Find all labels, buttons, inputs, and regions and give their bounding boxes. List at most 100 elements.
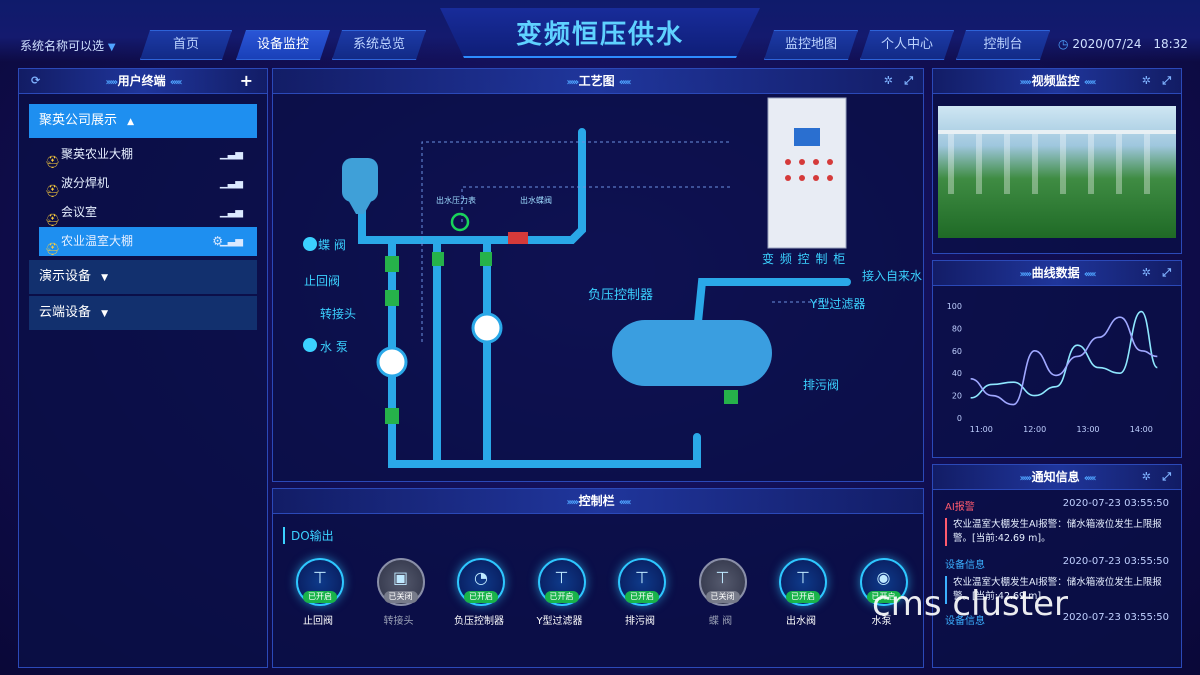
panel-header: ⟳ ››››› 用户终端 ‹‹‹‹‹ + [19,69,267,94]
settings-icon[interactable]: ✲ [1141,266,1151,279]
chevron-deco-icon: ‹‹‹‹‹ [1083,269,1097,280]
refresh-icon[interactable]: ⟳ [31,74,41,87]
notice-list: AI报警 2020-07-23 03:55:50 农业温室大棚发生AI报警：储水… [933,490,1181,627]
do-output-section: DO输出 [283,527,334,544]
notice-item[interactable]: 设备信息 2020-07-23 03:55:50 农业温室大棚发生AI报警：储水… [945,556,1169,604]
legend-butterfly-icon [303,237,317,251]
signal-icon: ▁▃▅ [219,236,243,247]
irrigation-pipe [938,130,1176,134]
drain-valve-icon [724,390,738,404]
control-button[interactable]: ⊤已开启 [537,558,586,606]
gauge-icon: ◔ [474,568,488,587]
tab-system-overview[interactable]: 系统总览 [332,30,426,60]
control-button[interactable]: ◉已开启 [859,558,908,606]
notice-time: 2020-07-23 03:55:50 [1062,556,1169,567]
chevron-deco-icon: ››››› [1019,77,1033,88]
outlet-pipe [388,128,586,244]
control-button-label: 止回阀 [303,616,333,627]
notice-panel: ››››› 通知信息 ‹‹‹‹‹ ✲ ⤢ AI报警 2020-07-23 03:… [932,464,1182,668]
tab-label: 监控地图 [784,37,837,52]
signal-icon: ▁▃▅ [219,149,243,160]
item-label: 波分焊机 [61,176,110,190]
signal-icon: ▁▃▅ [219,207,243,218]
fullscreen-icon[interactable]: ⤢ [904,74,913,87]
pressure-gauge-icon [450,212,470,232]
control-button[interactable]: ▣已关闭 [376,558,425,606]
video-feed[interactable] [938,106,1176,238]
item-label: 会议室 [61,205,98,219]
legend-pump-icon [303,338,317,352]
valve-icon [480,252,492,266]
legend-adapter-label: 转接头 [320,307,357,321]
status-badge: 已开启 [303,591,337,603]
notice-type: 设备信息 [945,560,985,571]
notice-type: AI报警 [945,502,975,513]
legend-markers [303,237,317,352]
fullscreen-icon[interactable]: ⤢ [1162,74,1171,87]
legend-butterfly-label: 蝶 阀 [318,238,346,252]
gear-icon[interactable]: ⚙ [212,234,223,248]
tree-item-selected[interactable]: ⛑ 农业温室大棚 ⚙ ▁▃▅ [39,227,257,256]
pumps [376,312,503,378]
tab-profile[interactable]: 个人中心 [860,30,954,60]
tab-monitor-map[interactable]: 监控地图 [764,30,858,60]
y-tick-label: 40 [952,369,962,378]
panel-header: ››››› 控制栏 ‹‹‹‹‹ [273,489,923,514]
indicator [799,175,805,181]
control-button[interactable]: ⊤已开启 [296,558,344,606]
tree-group-juying[interactable]: 聚英公司展示 ▲ [29,104,257,138]
negative-controller-label: 负压控制器 [588,288,654,303]
tree-group-demo[interactable]: 演示设备 ▼ [29,260,257,294]
caret-down-icon: ▼ [101,309,109,319]
water-spray [948,134,1163,194]
tree-item[interactable]: ⛑ 聚英农业大棚 ▁▃▅ [29,140,257,169]
indicator [785,159,791,165]
control-button[interactable]: ◔已开启 [457,558,505,606]
control-button[interactable]: ⊤已关闭 [698,558,747,606]
notice-item[interactable]: 设备信息 2020-07-23 03:55:50 [945,612,1169,627]
drain-valve-label: 排污阀 [803,378,840,392]
tab-home[interactable]: 首页 [140,30,232,60]
legend-pump-label: 水 泵 [320,340,348,354]
tab-device-monitor[interactable]: 设备监控 [236,30,330,60]
tree-group-cloud[interactable]: 云端设备 ▼ [29,296,257,330]
fullscreen-icon[interactable]: ⤢ [1162,470,1171,483]
caret-down-icon: ▼ [101,273,109,283]
system-selector[interactable]: 系统名称可以选 ▼ [20,37,116,54]
chevron-deco-icon: ››››› [1019,473,1033,484]
control-button-label: 出水阀 [786,616,816,627]
series-line [970,310,1159,399]
x-tick-label: 14:00 [1130,425,1153,434]
notice-item[interactable]: AI报警 2020-07-23 03:55:50 农业温室大棚发生AI报警：储水… [945,498,1169,546]
control-button[interactable]: ⊤已开启 [618,558,666,606]
tree-item[interactable]: ⛑ 波分焊机 ▁▃▅ [29,169,257,198]
clock: ◷ 2020/07/24 18:32 [1058,37,1188,51]
butterfly-valve-icon [385,256,399,272]
tap-water-label: 接入自来水 [862,269,923,283]
settings-icon[interactable]: ✲ [1141,470,1151,483]
fullscreen-icon[interactable]: ⤢ [1162,266,1171,279]
settings-icon[interactable]: ✲ [883,74,893,87]
control-button[interactable]: ⊤已开启 [779,558,827,606]
tab-label: 首页 [172,37,199,52]
settings-icon[interactable]: ✲ [1141,74,1151,87]
page-title: 变频恒压供水 [515,20,684,50]
y-filter-label: Y型过滤器 [810,297,866,311]
x-tick-label: 11:00 [970,425,993,434]
water-tank [342,158,378,214]
check-valve-icon [385,290,399,306]
tab-console[interactable]: 控制台 [956,30,1050,60]
valve-icon [432,252,444,266]
panel-title: 用户终端 [117,74,166,88]
add-icon[interactable]: + [239,71,253,90]
outlet-valve-icon [508,232,528,244]
valves [385,252,738,424]
tab-label: 设备监控 [256,37,309,52]
tree-item[interactable]: ⛑ 会议室 ▁▃▅ [29,198,257,227]
signal-icon: ▁▃▅ [219,178,243,189]
clock-icon: ◷ [1058,37,1069,51]
group-label: 聚英公司展示 [39,113,118,128]
title-plate [440,8,760,58]
y-tick-label: 100 [947,302,962,311]
